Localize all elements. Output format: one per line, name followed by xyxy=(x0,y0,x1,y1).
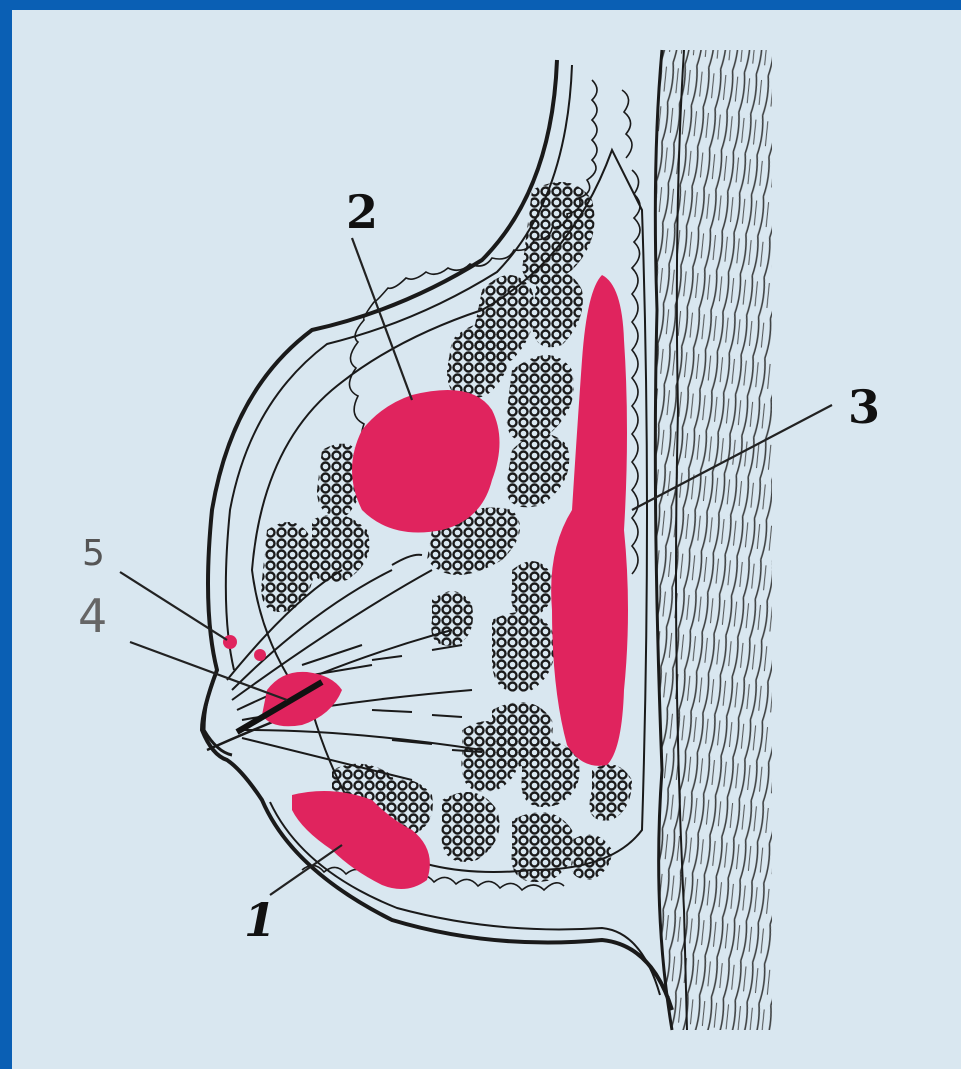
label-4: 4 xyxy=(78,589,107,643)
lesion-3 xyxy=(551,275,628,766)
breast-section-diagram: 2 3 1 4 5 xyxy=(12,10,961,1069)
lesion-5b xyxy=(254,649,266,661)
lesion-4 xyxy=(262,672,342,726)
lesion-5a xyxy=(223,635,237,649)
label-1: 1 xyxy=(244,893,276,947)
chest-wall-muscle xyxy=(655,50,772,1030)
label-3: 3 xyxy=(848,380,880,434)
leader-5 xyxy=(120,572,227,640)
label-2: 2 xyxy=(346,185,378,239)
label-5: 5 xyxy=(82,533,105,574)
diagram-frame: 2 3 1 4 5 xyxy=(12,10,961,1069)
